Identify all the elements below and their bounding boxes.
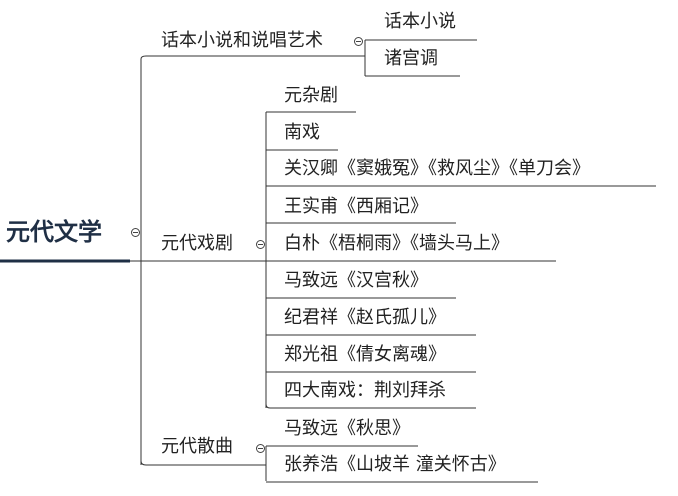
- child-underline-2-9: [265, 403, 476, 409]
- leaf-node[interactable]: 关汉卿《窦娥冤》《救风尘》《单刀会》: [284, 158, 590, 179]
- child-spine-1: [352, 40, 366, 76]
- branch-underline-1: [140, 55, 352, 60]
- collapse-icon[interactable]: [131, 228, 140, 237]
- leaf-node[interactable]: 马致远《秋思》: [284, 418, 410, 439]
- leaf-node[interactable]: 王实甫《西厢记》: [284, 196, 428, 217]
- child-spine-3: [252, 446, 267, 481]
- leaf-node[interactable]: 元杂剧: [284, 85, 338, 106]
- leaf-node[interactable]: 纪君祥《赵氏孤儿》: [284, 307, 446, 328]
- root-node[interactable]: 元代文学: [6, 218, 102, 246]
- branch-node-2[interactable]: 元代戏剧: [161, 233, 233, 254]
- branch-underline-3: [140, 460, 252, 466]
- collapse-icon[interactable]: [354, 37, 363, 46]
- leaf-node[interactable]: 白朴《梧桐雨》《墙头马上》: [284, 233, 509, 254]
- leaf-node[interactable]: 郑光祖《倩女离魂》: [284, 344, 446, 365]
- collapse-icon[interactable]: [256, 240, 265, 249]
- leaf-node[interactable]: 马致远《汉宫秋》: [284, 270, 428, 291]
- leaf-node[interactable]: 诸宫调: [384, 48, 438, 69]
- leaf-node[interactable]: 张养浩《山坡羊 潼关怀古》: [284, 454, 506, 475]
- collapse-icon[interactable]: [256, 444, 265, 453]
- branch-node-3[interactable]: 元代散曲: [161, 436, 233, 457]
- leaf-node[interactable]: 四大南戏：荆刘拜杀: [284, 380, 446, 401]
- leaf-node[interactable]: 话本小说: [384, 11, 456, 32]
- leaf-node[interactable]: 南戏: [284, 122, 320, 143]
- branch-node-1[interactable]: 话本小说和说唱艺术: [161, 30, 323, 51]
- child-spine-2: [252, 112, 267, 408]
